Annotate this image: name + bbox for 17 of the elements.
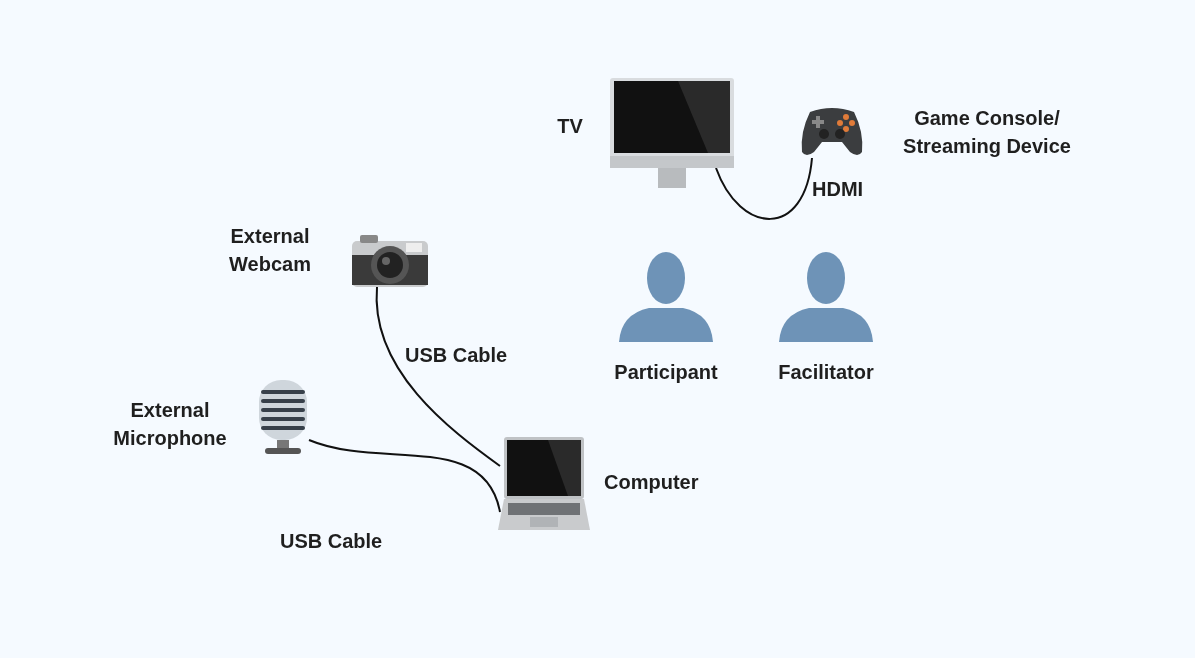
edge-label: HDMI [812, 177, 864, 202]
cable-line [376, 286, 501, 467]
device-label: Game Console/ Streaming Device [902, 106, 1072, 159]
monitor-drawing [608, 78, 736, 190]
edge-label: USB Cable [280, 529, 383, 554]
device-label: External Webcam [228, 224, 312, 277]
laptop-drawing [498, 437, 590, 532]
camera-drawing [352, 233, 428, 287]
microphone-drawing [257, 380, 310, 455]
cable-line [308, 439, 501, 513]
device-label: External Microphone [112, 398, 228, 451]
cable-line [715, 157, 813, 220]
edge-label: USB Cable [405, 343, 508, 368]
device-label: Participant [613, 360, 719, 385]
device-label: Facilitator [777, 360, 875, 385]
device-label: Computer [604, 470, 700, 495]
device-label: TV [556, 114, 584, 139]
